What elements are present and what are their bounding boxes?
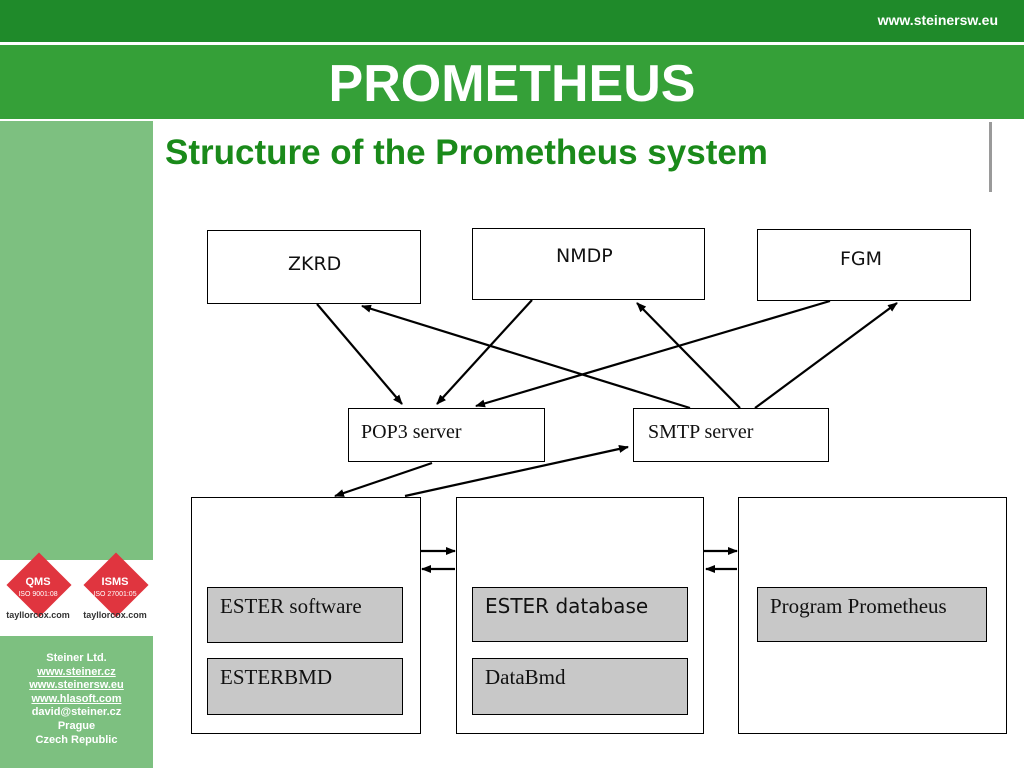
qms-badge-standard: ISO 9001:08 — [18, 591, 58, 598]
arrow-nmdp-to-pop3 — [436, 299, 533, 405]
module-ester-database: ESTER database — [472, 587, 688, 642]
module-program-prometheus: Program Prometheus — [757, 587, 987, 642]
company-name: Steiner Ltd. — [46, 652, 107, 664]
node-fgm: FGM — [757, 229, 971, 301]
link-steinersw-eu[interactable]: www.steinersw.eu — [29, 679, 124, 692]
top-bar — [0, 0, 1024, 42]
module-databmd: DataBmd — [472, 658, 688, 715]
isms-badge: ISMS ISO 27001:05 tayllorcox.com — [79, 552, 151, 632]
arrow-pop3-to-ester — [334, 461, 433, 498]
isms-badge-brand: tayllorcox.com — [83, 610, 147, 620]
slide-title: PROMETHEUS — [328, 55, 696, 113]
node-zkrd-label: ZKRD — [288, 253, 342, 275]
slide-subtitle: Structure of the Prometheus system — [165, 133, 768, 172]
module-esterbmd: ESTERBMD — [207, 658, 403, 715]
divider-line — [989, 122, 992, 192]
certification-logos: QMS ISO 9001:08 tayllorcox.com ISMS ISO … — [0, 552, 153, 636]
arrow-smtp-to-nmdp — [636, 302, 741, 409]
website-url[interactable]: www.steinersw.eu — [877, 12, 998, 28]
node-nmdp: NMDP — [472, 228, 705, 300]
arrow-zkrd-to-pop3 — [316, 303, 403, 405]
node-zkrd: ZKRD — [207, 230, 421, 304]
contact-email[interactable]: david@steiner.cz — [31, 706, 122, 719]
module-ester-software: ESTER software — [207, 587, 403, 643]
contact-info: Steiner Ltd. www.steiner.cz www.steiners… — [0, 652, 153, 747]
contact-country: Czech Republic — [35, 733, 118, 746]
node-pop3-label: POP3 server — [361, 421, 462, 443]
link-steiner-cz[interactable]: www.steiner.cz — [37, 665, 116, 678]
arrow-smtp-to-zkrd — [361, 304, 691, 410]
node-nmdp-label: NMDP — [556, 245, 613, 267]
title-bar — [0, 45, 1024, 119]
arrow-fgm-to-pop3 — [475, 299, 831, 408]
node-pop3-server: POP3 server — [348, 408, 545, 462]
isms-badge-name: ISMS — [101, 576, 129, 588]
arrow-smtp-to-fgm — [754, 302, 898, 409]
contact-city: Prague — [57, 719, 96, 732]
sidebar — [0, 121, 153, 768]
node-fgm-label: FGM — [840, 248, 883, 270]
isms-badge-standard: ISO 27001:05 — [93, 591, 137, 598]
qms-badge: QMS ISO 9001:08 tayllorcox.com — [2, 552, 74, 632]
qms-badge-brand: tayllorcox.com — [6, 610, 70, 620]
node-smtp-server: SMTP server — [633, 408, 829, 462]
arrow-ester-to-smtp — [404, 445, 629, 498]
node-smtp-label: SMTP server — [648, 421, 754, 443]
link-hlasoft-com[interactable]: www.hlasoft.com — [31, 692, 122, 705]
qms-badge-name: QMS — [25, 576, 51, 588]
